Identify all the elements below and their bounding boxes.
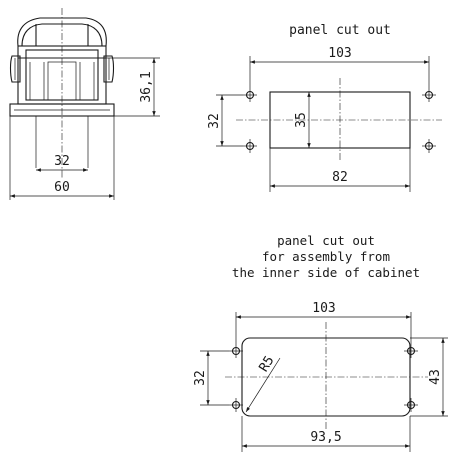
cutout-top-hole-spacing-x-label: 103 xyxy=(328,46,351,61)
cutout-bottom-height-label: 43 xyxy=(428,369,443,385)
housing-base-width-label: 60 xyxy=(54,180,70,195)
cutout-top-width-dimension: 82 xyxy=(269,148,411,192)
cutout-top-hole-spacing-y-dimension: 32 xyxy=(207,94,243,147)
cutout-bottom-title-line-2: for assembly from xyxy=(262,249,390,264)
housing-view: 36,1 32 60 xyxy=(9,8,160,200)
cutout-bottom-title-line-3: the inner side of cabinet xyxy=(232,265,420,280)
cutout-bottom-holes xyxy=(229,344,418,412)
mounting-hole xyxy=(243,139,257,153)
mounting-hole xyxy=(229,344,243,358)
mounting-hole xyxy=(422,88,436,102)
housing-height-label: 36,1 xyxy=(139,71,154,102)
cutout-top-view: panel cut out xyxy=(207,23,442,192)
mounting-hole xyxy=(243,88,257,102)
cutout-bottom-hole-spacing-y-label: 32 xyxy=(193,370,208,386)
cutout-top-hole-spacing-y-label: 32 xyxy=(207,113,222,129)
mounting-hole xyxy=(229,398,243,412)
cutout-bottom-width-dimension: 93,5 xyxy=(241,416,411,452)
cutout-top-height-dimension: 35 xyxy=(294,92,311,148)
cutout-bottom-rounded-rectangle xyxy=(241,337,411,417)
cutout-bottom-radius-dimension: R5 xyxy=(245,354,281,413)
housing-body xyxy=(9,17,115,200)
cutout-top-hole-spacing-x-dimension: 103 xyxy=(249,46,430,88)
cutout-top-rectangle xyxy=(269,91,411,149)
housing-base-width-dimension: 60 xyxy=(10,180,114,198)
mounting-hole xyxy=(404,398,418,412)
mounting-hole xyxy=(422,139,436,153)
cutout-bottom-title-line-1: panel cut out xyxy=(277,233,375,248)
cutout-bottom-hole-spacing-x-dimension: 103 xyxy=(235,301,412,344)
cutout-top-title: panel cut out xyxy=(289,23,391,38)
housing-height-dimension: 36,1 xyxy=(106,57,160,117)
cutout-bottom-hole-spacing-y-dimension: 32 xyxy=(193,350,229,406)
housing-pin-spacing-dimension: 32 xyxy=(36,154,88,172)
mounting-hole xyxy=(404,344,418,358)
cutout-bottom-hole-spacing-x-label: 103 xyxy=(312,301,335,316)
cutout-top-holes xyxy=(243,88,436,153)
cutout-bottom-height-dimension: 43 xyxy=(410,337,448,417)
cutout-top-width-label: 82 xyxy=(332,170,348,185)
cutout-top-height-label: 35 xyxy=(294,112,309,128)
cutout-bottom-radius-label: R5 xyxy=(257,354,278,375)
cutout-bottom-view: panel cut out for assembly from the inne… xyxy=(193,233,448,452)
cutout-bottom-width-label: 93,5 xyxy=(310,430,341,445)
housing-pin-spacing-label: 32 xyxy=(54,154,70,169)
